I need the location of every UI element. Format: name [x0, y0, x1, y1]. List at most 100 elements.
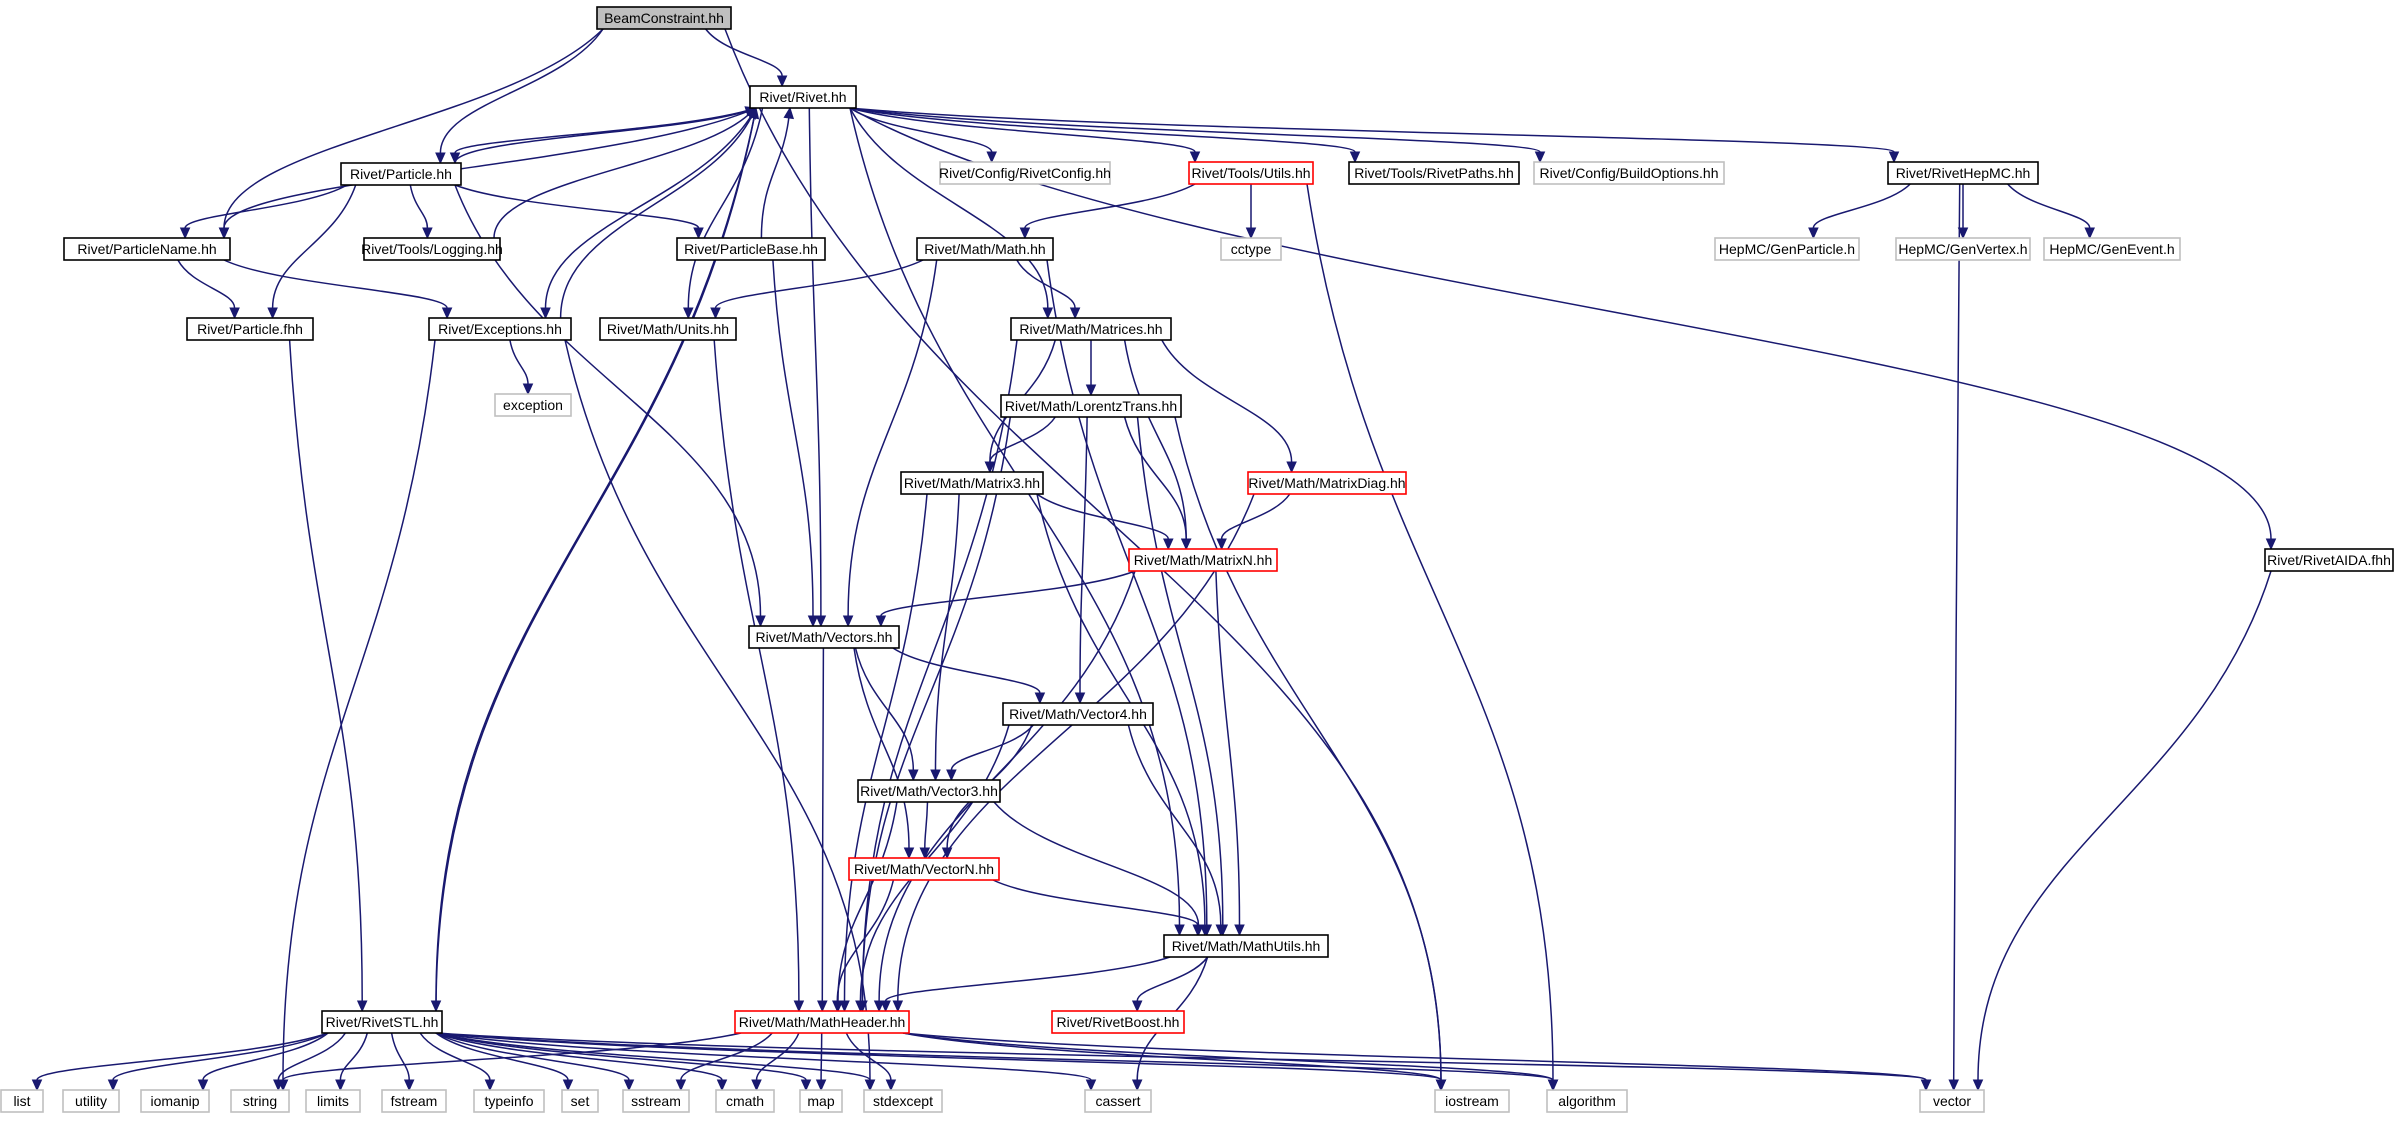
node-lorentz[interactable]: Rivet/Math/LorentzTrans.hh: [1000, 394, 1182, 418]
edge-arrowhead: [218, 227, 230, 240]
node-set[interactable]: set: [561, 1089, 599, 1113]
edge-mathutils-to-mathheader: [880, 956, 1171, 1013]
node-sstream[interactable]: sstream: [622, 1089, 690, 1113]
node-matrixdiag[interactable]: Rivet/Math/MatrixDiag.hh: [1247, 471, 1407, 495]
node-box: [1220, 237, 1282, 261]
edge-arrowhead: [864, 1079, 876, 1092]
edge-arrowhead: [1042, 307, 1054, 320]
node-rivetpaths[interactable]: Rivet/Tools/RivetPaths.hh: [1348, 161, 1520, 185]
node-rivetboost[interactable]: Rivet/RivetBoost.hh: [1051, 1010, 1185, 1034]
edge-arrowhead: [403, 1079, 415, 1092]
edge-line: [1123, 339, 1187, 540]
edge-line: [454, 110, 747, 164]
node-box: [1919, 1089, 1985, 1113]
edge-line: [849, 107, 1895, 153]
node-rivetconfig[interactable]: Rivet/Config/RivetConfig.hh: [939, 161, 1111, 185]
node-mathheader[interactable]: Rivet/Math/MathHeader.hh: [734, 1010, 910, 1034]
edge-arrowhead: [1199, 924, 1211, 937]
node-particlebase[interactable]: Rivet/ParticleBase.hh: [676, 237, 826, 261]
node-vector3[interactable]: Rivet/Math/Vector3.hh: [857, 779, 1001, 803]
node-label: algorithm: [1558, 1093, 1616, 1109]
node-label: BeamConstraint.hh: [604, 10, 724, 26]
edge-line: [1024, 183, 1196, 229]
node-typeinfo[interactable]: typeinfo: [473, 1089, 545, 1113]
node-buildoptions[interactable]: Rivet/Config/BuildOptions.hh: [1533, 161, 1725, 185]
node-iomanip[interactable]: iomanip: [140, 1089, 210, 1113]
edge-line: [1036, 493, 1170, 540]
edge-line: [1127, 724, 1222, 926]
node-rivethepmc[interactable]: Rivet/RivetHepMC.hh: [1887, 161, 2039, 185]
node-genevent[interactable]: HepMC/GenEvent.h: [2043, 237, 2181, 261]
node-iostream[interactable]: iostream: [1434, 1089, 1510, 1113]
edge-logging-to-rivet: [493, 107, 757, 239]
edge-rivetstl-to-cassert: [435, 1032, 1097, 1092]
edge-arrowhead: [1163, 538, 1174, 551]
node-logging[interactable]: Rivet/Tools/Logging.hh: [361, 237, 503, 261]
node-utility[interactable]: utility: [62, 1089, 120, 1113]
node-cmath[interactable]: cmath: [715, 1089, 775, 1113]
edge-arrowhead: [815, 615, 827, 628]
node-genparticle[interactable]: HepMC/GenParticle.h: [1714, 237, 1860, 261]
edge-rivetstl-to-map: [435, 1032, 812, 1092]
edge-arrowhead: [746, 106, 757, 120]
node-mathmath[interactable]: Rivet/Math/Math.hh: [916, 237, 1054, 261]
node-fstream[interactable]: fstream: [381, 1089, 447, 1113]
node-algorithm[interactable]: algorithm: [1546, 1089, 1628, 1113]
node-label: Rivet/ParticleBase.hh: [684, 241, 818, 257]
edge-lorentz-to-vector4: [1074, 416, 1088, 705]
node-vectors[interactable]: Rivet/Math/Vectors.hh: [748, 625, 900, 649]
node-matrix3[interactable]: Rivet/Math/Matrix3.hh: [900, 471, 1044, 495]
node-map[interactable]: map: [799, 1089, 843, 1113]
edge-line: [760, 117, 790, 239]
node-units[interactable]: Rivet/Math/Units.hh: [599, 317, 737, 341]
edge-line: [755, 1032, 800, 1081]
node-toolsutils[interactable]: Rivet/Tools/Utils.hh: [1188, 161, 1314, 185]
edge-matrix3-to-matrixn: [1036, 493, 1174, 551]
node-label: Rivet/Math/MathHeader.hh: [739, 1014, 906, 1030]
node-label: list: [13, 1093, 30, 1109]
node-particlename[interactable]: Rivet/ParticleName.hh: [63, 237, 231, 261]
node-stdexcept[interactable]: stdexcept: [863, 1089, 943, 1113]
node-vector4[interactable]: Rivet/Math/Vector4.hh: [1002, 702, 1154, 726]
edge-arrowhead: [793, 1000, 805, 1013]
edge-particle-to-particlebase: [454, 184, 704, 240]
node-label: Rivet/Math/Vector3.hh: [860, 783, 998, 799]
edge-arrowhead: [693, 227, 704, 240]
node-matrixn[interactable]: Rivet/Math/MatrixN.hh: [1128, 548, 1278, 572]
node-limits[interactable]: limits: [305, 1089, 361, 1113]
node-rivet[interactable]: Rivet/Rivet.hh: [749, 85, 857, 109]
edge-arrowhead: [1435, 1079, 1447, 1092]
edge-line: [861, 416, 1012, 1002]
node-beam[interactable]: BeamConstraint.hh: [596, 6, 732, 30]
node-genvertex[interactable]: HepMC/GenVertex.h: [1895, 237, 2031, 261]
node-particlefhh[interactable]: Rivet/Particle.fhh: [186, 317, 314, 341]
edge-matrices-to-matrixdiag: [1161, 339, 1297, 474]
node-cassert[interactable]: cassert: [1084, 1089, 1152, 1113]
node-vectorn[interactable]: Rivet/Math/VectorN.hh: [848, 857, 1000, 881]
node-rivetstl[interactable]: Rivet/RivetSTL.hh: [321, 1010, 443, 1034]
node-string[interactable]: string: [230, 1089, 290, 1113]
node-cctype[interactable]: cctype: [1220, 237, 1282, 261]
edge-rivethepmc-to-genparticle: [1808, 183, 1911, 240]
edge-vector3-to-vectorn: [919, 801, 931, 860]
node-particle[interactable]: Rivet/Particle.hh: [340, 162, 462, 186]
node-vector[interactable]: vector: [1919, 1089, 1985, 1113]
edge-line: [849, 107, 1356, 153]
node-rivetaida[interactable]: Rivet/RivetAIDA.fhh: [2264, 548, 2394, 572]
edge-toolsutils-to-algorithm: [1306, 183, 1559, 1092]
edge-line: [36, 1032, 329, 1081]
node-exceptions[interactable]: Rivet/Exceptions.hh: [428, 317, 572, 341]
edge-line: [714, 259, 924, 309]
edge-line: [849, 107, 1541, 153]
node-box: [63, 237, 231, 261]
edge-particlename-to-particlefhh: [177, 259, 240, 320]
node-matrices[interactable]: Rivet/Math/Matrices.hh: [1010, 317, 1172, 341]
node-exception[interactable]: exception: [494, 393, 572, 417]
edge-line: [902, 1032, 1442, 1081]
edge-arrowhead: [908, 769, 919, 782]
edge-line: [1220, 493, 1291, 540]
edge-arrowhead: [832, 1000, 843, 1013]
node-list[interactable]: list: [0, 1089, 44, 1113]
node-mathutils[interactable]: Rivet/Math/MathUtils.hh: [1163, 934, 1329, 958]
